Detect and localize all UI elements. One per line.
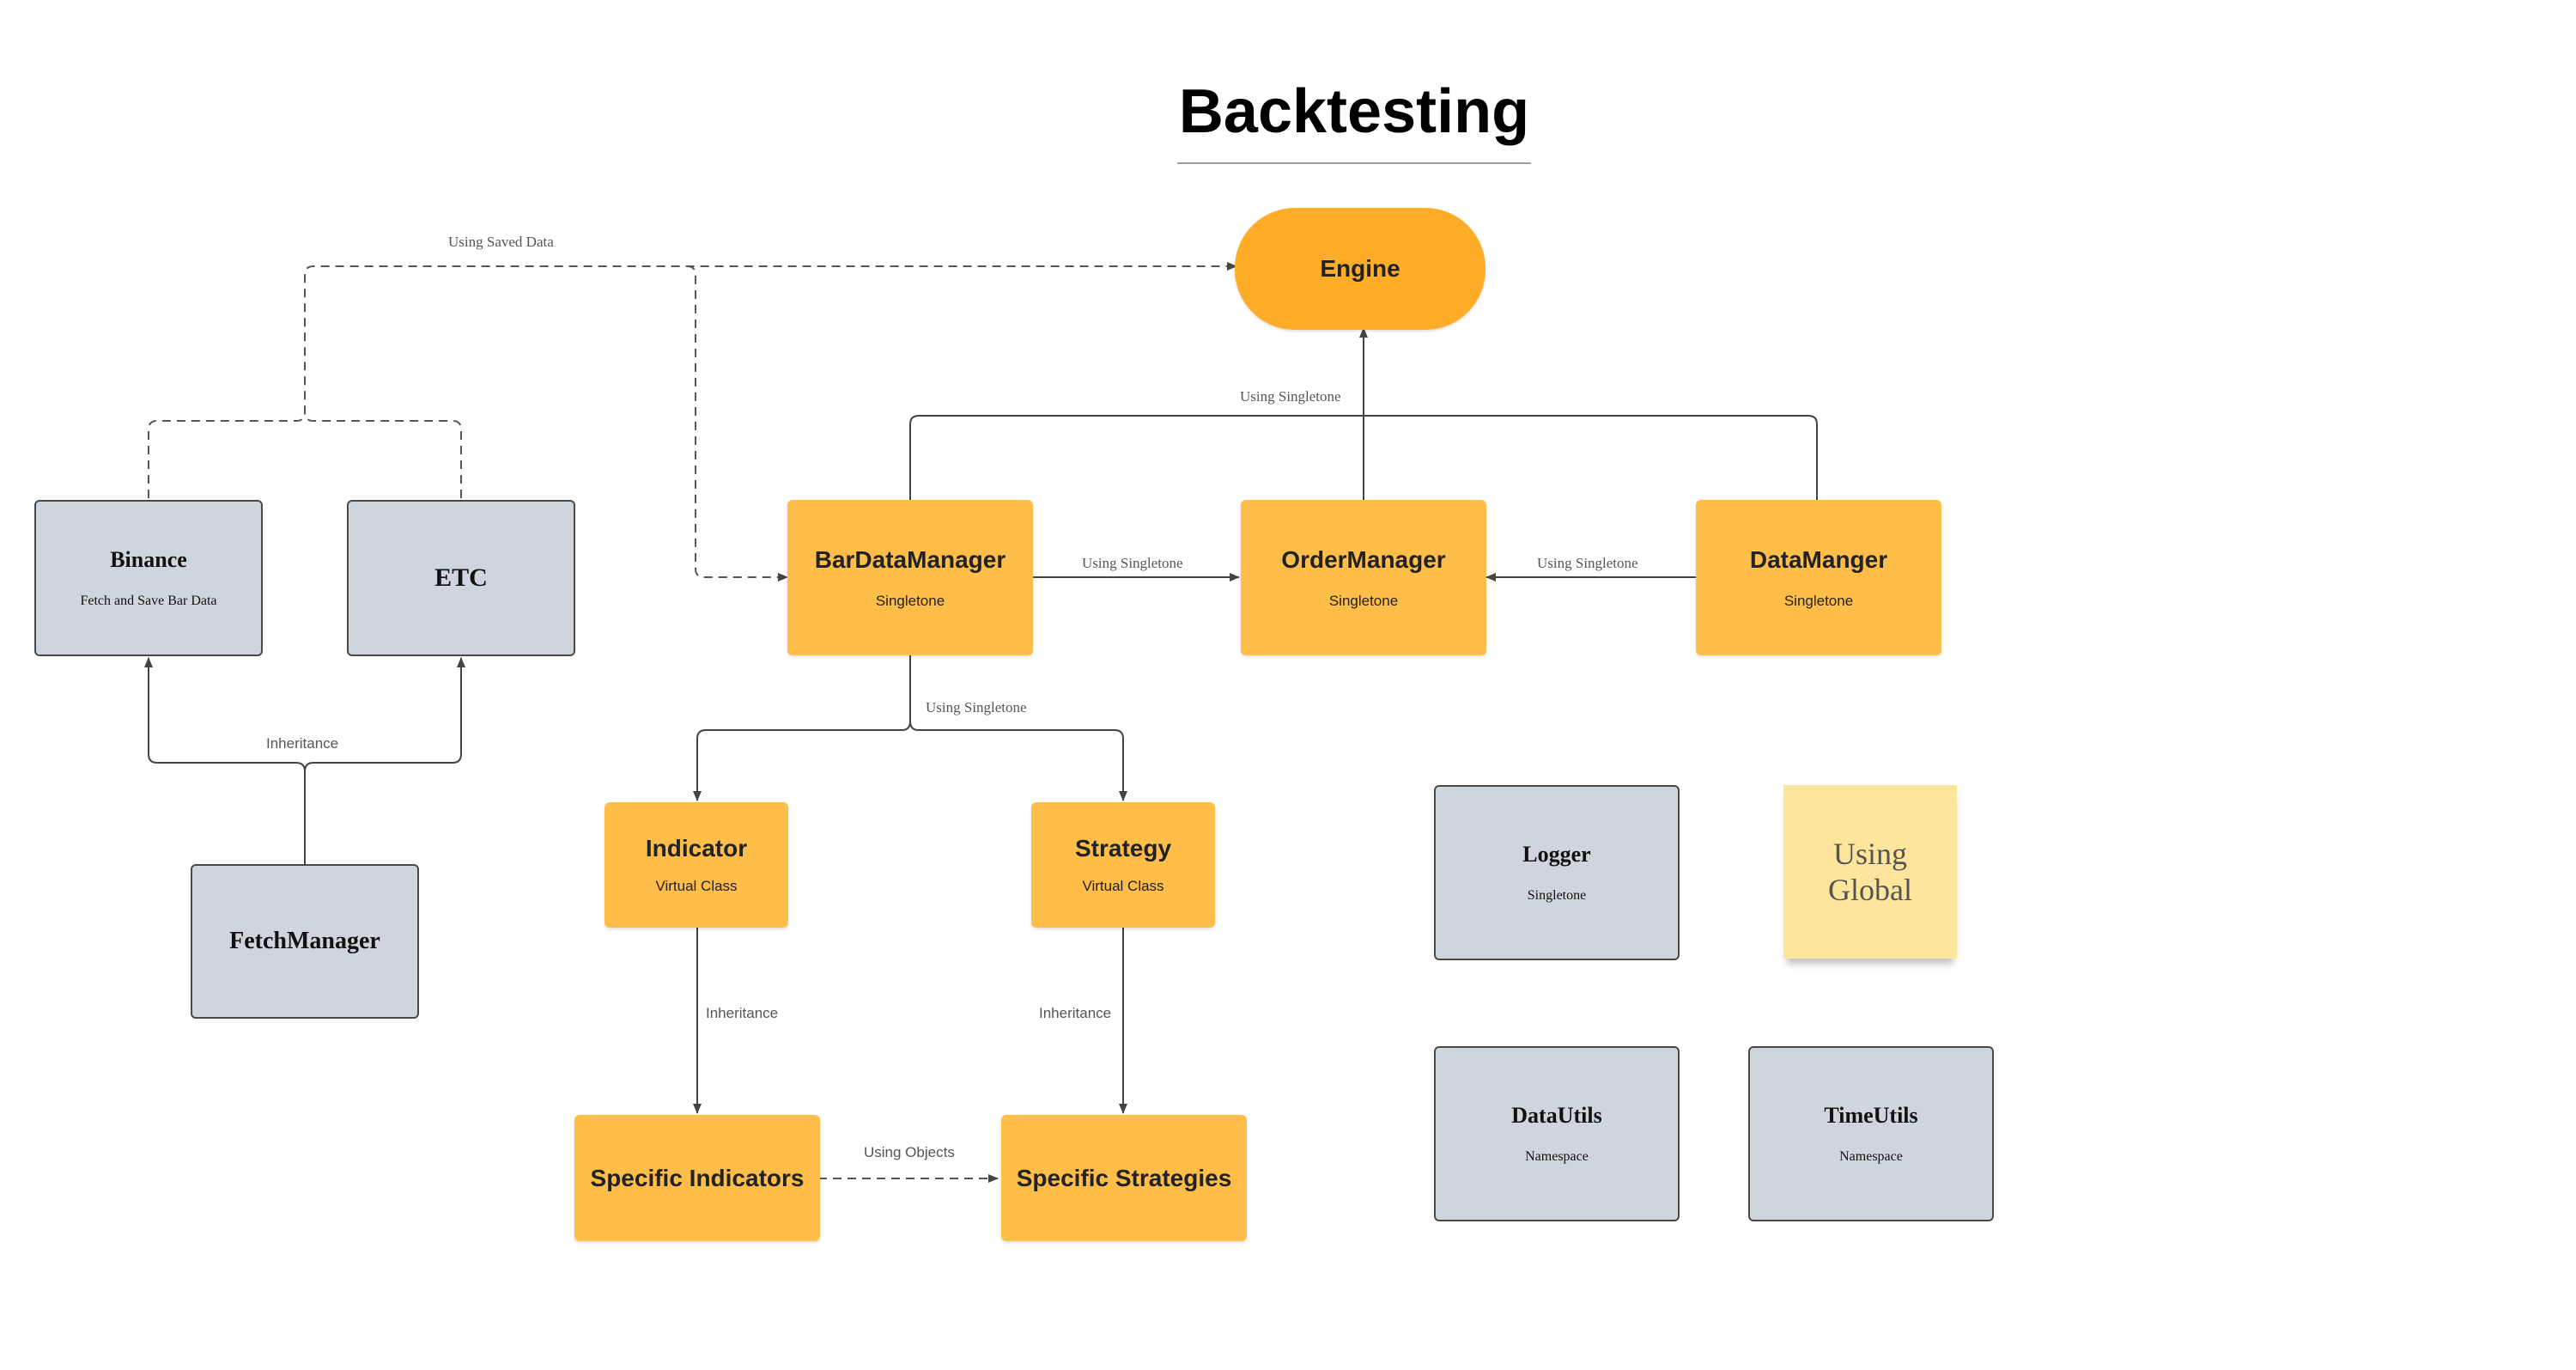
sticky-note-text: Using Global bbox=[1828, 837, 1912, 907]
node-indicator-subtitle: Virtual Class bbox=[655, 878, 738, 894]
node-data-manger-subtitle: Singletone bbox=[1783, 592, 1854, 609]
edge-using-saved-data bbox=[148, 262, 1237, 581]
title-underline bbox=[1177, 162, 1531, 164]
edge-singletone-to-engine bbox=[909, 327, 1818, 500]
node-fetch-manager-label: FetchManager bbox=[229, 928, 380, 954]
node-strategy-label: Strategy bbox=[1074, 835, 1172, 862]
node-time-utils[interactable]: TimeUtils Namespace bbox=[1748, 1046, 1994, 1221]
node-time-utils-label: TimeUtils bbox=[1824, 1103, 1918, 1128]
node-binance-label: Binance bbox=[110, 547, 187, 572]
node-bar-data-manager[interactable]: BarDataManager Singletone bbox=[787, 500, 1033, 655]
node-specific-strategies-label: Specific Strategies bbox=[1016, 1164, 1232, 1191]
node-bar-data-manager-subtitle: Singletone bbox=[875, 592, 945, 609]
edge-label-using-objects: Using Objects bbox=[860, 1144, 958, 1161]
page-title: Backtesting bbox=[1178, 77, 1530, 146]
node-order-manager[interactable]: OrderManager Singletone bbox=[1241, 500, 1486, 655]
edge-label-singletone-engine: Using Singletone bbox=[1236, 388, 1345, 405]
node-specific-indicators[interactable]: Specific Indicators bbox=[574, 1115, 820, 1241]
node-logger[interactable]: Logger Singletone bbox=[1434, 785, 1680, 960]
node-engine-label: Engine bbox=[1320, 255, 1400, 282]
edge-label-singletone-bar-order: Using Singletone bbox=[1078, 555, 1187, 572]
node-etc[interactable]: ETC bbox=[347, 500, 575, 656]
node-data-manger[interactable]: DataManger Singletone bbox=[1696, 500, 1941, 655]
edge-singletone-children bbox=[693, 655, 1127, 801]
edge-label-inheritance-fetch: Inheritance bbox=[263, 735, 343, 752]
node-bar-data-manager-label: BarDataManager bbox=[814, 545, 1006, 573]
node-strategy[interactable]: Strategy Virtual Class bbox=[1031, 802, 1215, 928]
edge-label-singletone-children: Using Singletone bbox=[922, 699, 1030, 716]
node-specific-indicators-label: Specific Indicators bbox=[590, 1164, 805, 1191]
edge-label-singletone-data-order: Using Singletone bbox=[1534, 555, 1642, 572]
sticky-note-using-global[interactable]: Using Global bbox=[1783, 785, 1957, 959]
edge-inheritance-fetch bbox=[144, 657, 465, 866]
node-indicator[interactable]: Indicator Virtual Class bbox=[605, 802, 788, 928]
node-logger-label: Logger bbox=[1522, 842, 1591, 867]
node-specific-strategies[interactable]: Specific Strategies bbox=[1001, 1115, 1247, 1241]
edge-label-using-saved-data: Using Saved Data bbox=[445, 234, 557, 251]
node-indicator-label: Indicator bbox=[645, 835, 748, 862]
node-strategy-subtitle: Virtual Class bbox=[1082, 878, 1164, 894]
node-time-utils-subtitle: Namespace bbox=[1839, 1149, 1903, 1164]
node-data-utils-label: DataUtils bbox=[1511, 1103, 1602, 1128]
node-data-utils-subtitle: Namespace bbox=[1525, 1149, 1589, 1164]
node-fetch-manager[interactable]: FetchManager bbox=[191, 864, 419, 1019]
node-etc-label: ETC bbox=[434, 563, 488, 592]
node-data-utils[interactable]: DataUtils Namespace bbox=[1434, 1046, 1680, 1221]
edge-label-inheritance-indicator: Inheritance bbox=[702, 1005, 782, 1022]
node-engine[interactable]: Engine bbox=[1235, 208, 1485, 330]
edge-label-inheritance-strategy: Inheritance bbox=[1036, 1005, 1115, 1022]
node-logger-subtitle: Singletone bbox=[1527, 888, 1587, 903]
node-binance-subtitle: Fetch and Save Bar Data bbox=[80, 594, 217, 608]
node-order-manager-label: OrderManager bbox=[1281, 545, 1446, 573]
node-data-manger-label: DataManger bbox=[1749, 545, 1888, 573]
node-binance[interactable]: Binance Fetch and Save Bar Data bbox=[34, 500, 263, 656]
edge-inheritance-specific bbox=[693, 928, 1127, 1114]
node-order-manager-subtitle: Singletone bbox=[1328, 592, 1399, 609]
